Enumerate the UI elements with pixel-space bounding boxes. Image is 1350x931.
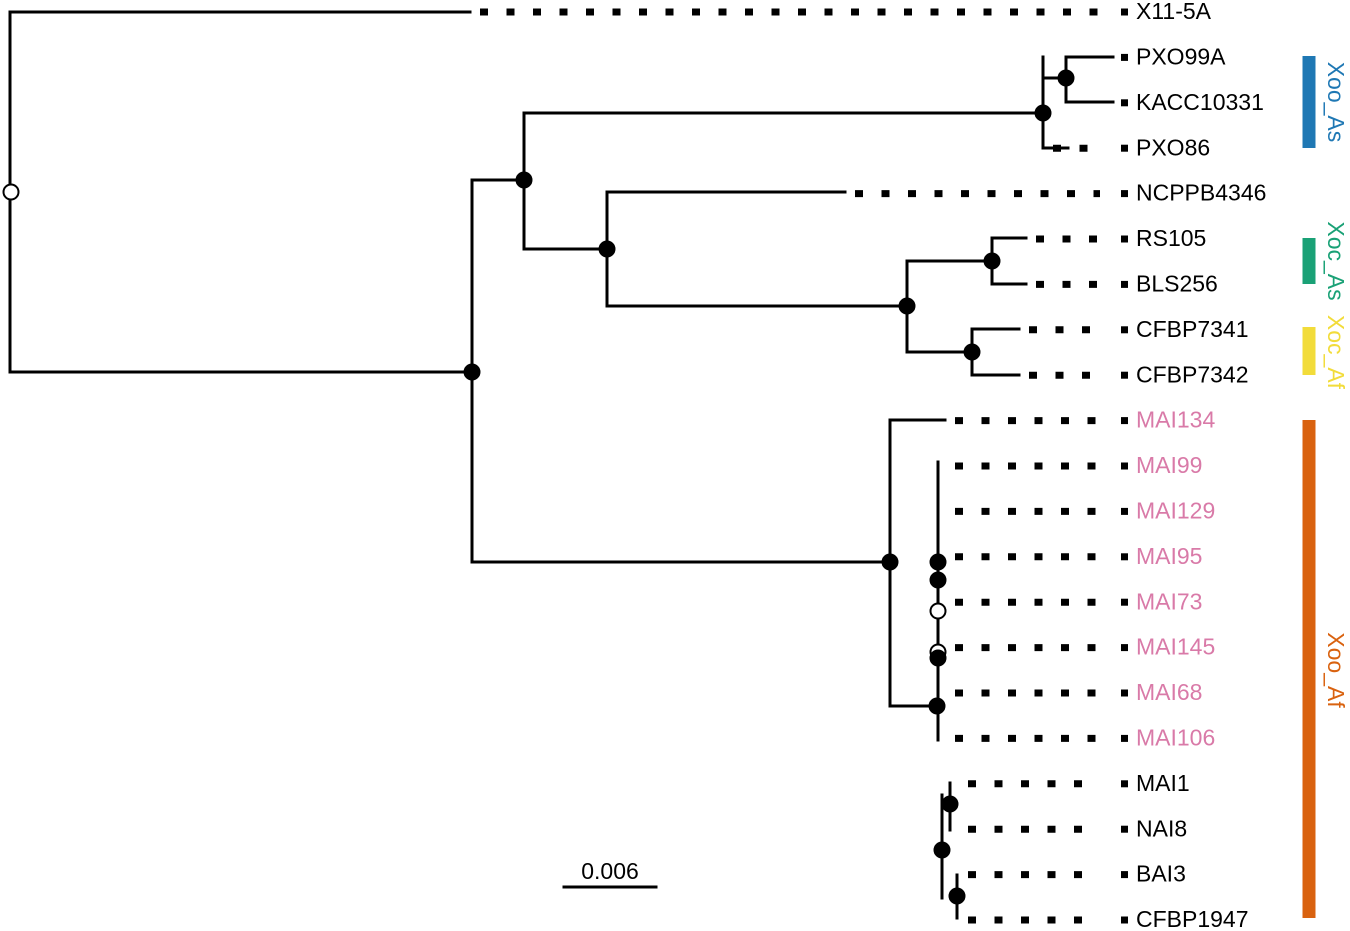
- node-xoo-af-e: [929, 649, 947, 667]
- node-bai3-cfbp1947: [948, 887, 966, 905]
- node-xoc-clade: [598, 240, 616, 258]
- leaf-label-cfbp1947: CFBP1947: [1136, 906, 1249, 931]
- scale-bar: 0.006: [562, 858, 658, 889]
- tree-nodes: [2, 69, 1075, 905]
- leaf-label-x11: X11-5A: [1136, 0, 1212, 24]
- node-xoo-as: [1034, 104, 1052, 122]
- leaf-label-mai1: MAI1: [1136, 770, 1190, 796]
- node-xoc-as: [983, 252, 1001, 270]
- leaf-label-cfbp7341: CFBP7341: [1136, 316, 1249, 342]
- tip-connectors: [480, 8, 1128, 924]
- leaf-label-nai8: NAI8: [1136, 815, 1187, 841]
- node-asian-clade: [515, 171, 533, 189]
- leaf-label-kacc: KACC10331: [1136, 89, 1264, 115]
- node-mai1-nai8: [941, 795, 959, 813]
- node-xoc-sub: [898, 297, 916, 315]
- clade-label-xoo-as: Xoo_As: [1323, 62, 1349, 143]
- node-root: [2, 183, 20, 201]
- leaf-label-pxo86: PXO86: [1136, 134, 1210, 160]
- leaf-label-mai95: MAI95: [1136, 543, 1202, 569]
- node-xoo-af-core: [928, 697, 946, 715]
- leaf-labels: X11-5A PXO99A KACC10331PXO86NCPPB4346RS105…: [1136, 0, 1266, 931]
- clade-label-xoc-af: Xoc_Af: [1323, 315, 1349, 390]
- node-pxo99-kacc: [1057, 69, 1075, 87]
- leaf-label-mai68: MAI68: [1136, 679, 1202, 705]
- node-xoo-af-a: [929, 553, 947, 571]
- leaf-label-mai145: MAI145: [1136, 634, 1215, 660]
- leaf-label-cfbp7342: CFBP7342: [1136, 361, 1249, 387]
- clade-label-xoc-as: Xoc_As: [1323, 221, 1349, 300]
- node-xoo-af: [881, 553, 899, 571]
- leaf-label-mai73: MAI73: [1136, 588, 1202, 614]
- leaf-label-bls256: BLS256: [1136, 270, 1218, 296]
- leaf-label-mai134: MAI134: [1136, 407, 1215, 433]
- node-lower-group: [933, 841, 951, 859]
- leaf-label-rs105: RS105: [1136, 225, 1206, 251]
- leaf-label-ncppb: NCPPB4346: [1136, 180, 1266, 206]
- tree-branches: [8, 10, 1115, 920]
- node-xoc-af: [963, 343, 981, 361]
- node-xoo-af-b: [929, 571, 947, 589]
- node-ingroup: [463, 363, 481, 381]
- node-xoo-af-c: [929, 602, 947, 620]
- scale-bar-label: 0.006: [581, 858, 639, 884]
- leaf-label-pxo99a: PXO99A: [1136, 43, 1226, 69]
- leaf-label-bai3: BAI3: [1136, 861, 1186, 887]
- clade-label-xoo-af: Xoo_Af: [1323, 632, 1349, 708]
- leaf-label-mai106: MAI106: [1136, 724, 1215, 750]
- leaf-label-mai99: MAI99: [1136, 452, 1202, 478]
- clade-annotations: Xoo_As Xoc_As Xoc_Af Xoo_Af: [1302, 56, 1349, 918]
- leaf-label-mai129: MAI129: [1136, 497, 1215, 523]
